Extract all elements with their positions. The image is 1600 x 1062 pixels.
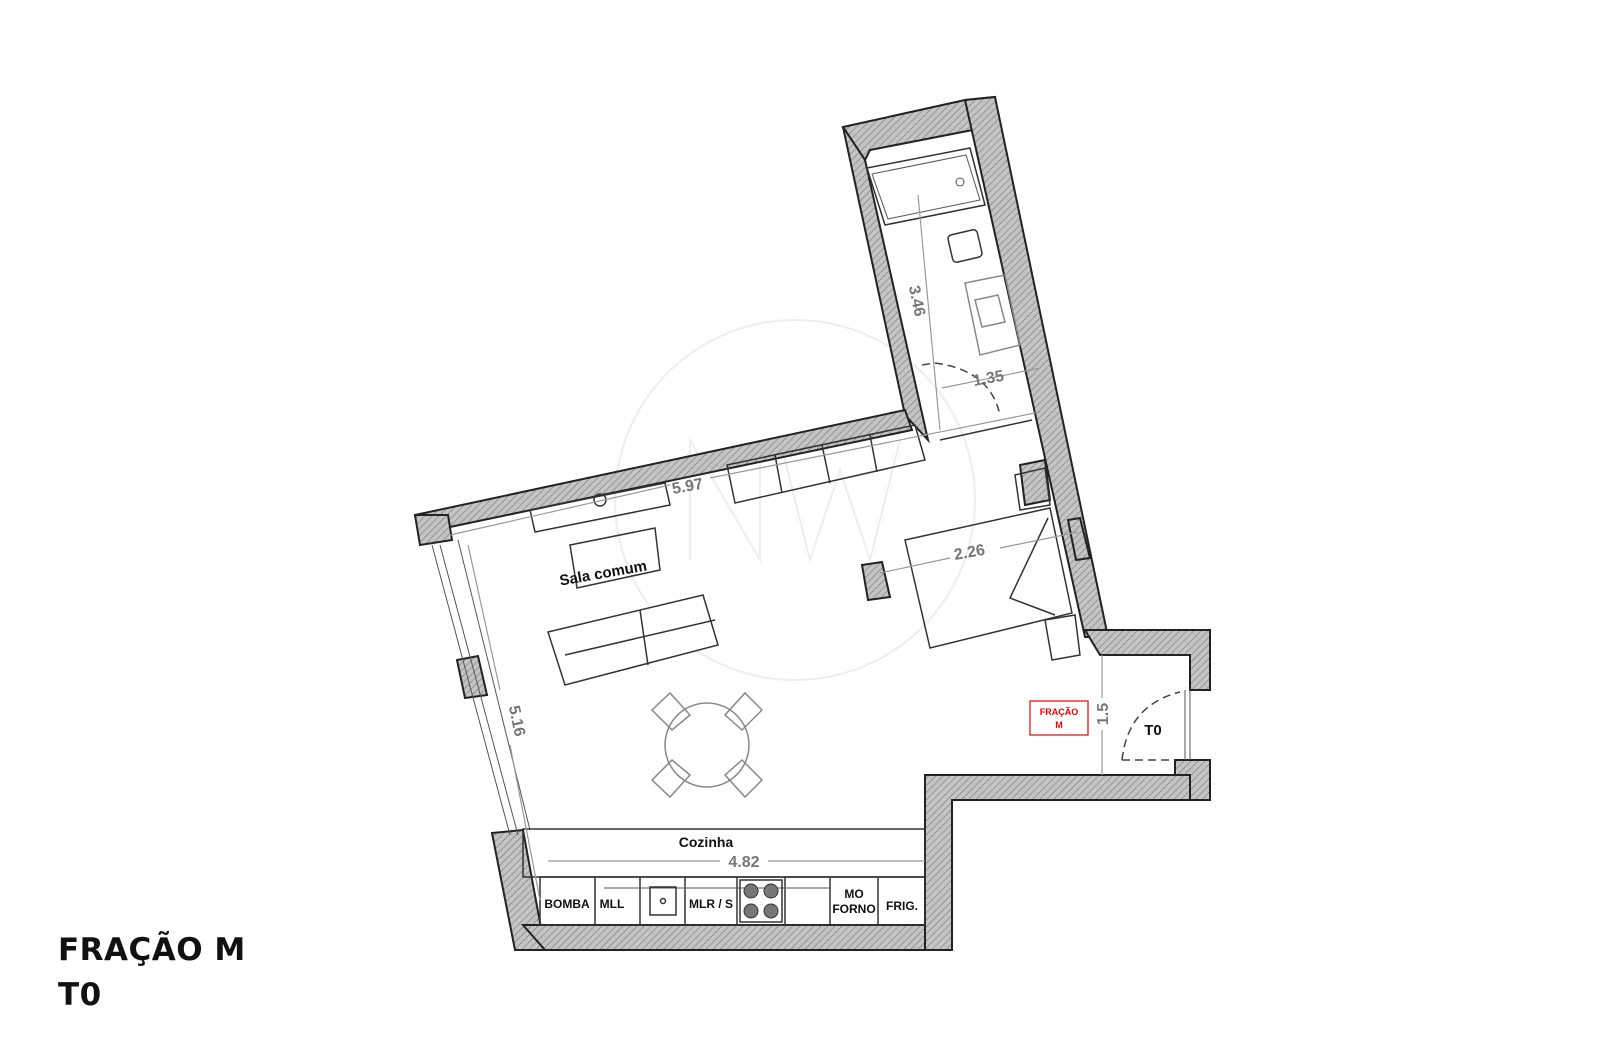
unit-tag-line1: FRAÇÃO — [1040, 707, 1079, 717]
unit-tag-box — [1029, 700, 1089, 736]
wardrobe — [726, 424, 926, 504]
kitchen-unit-frig: FRIG. — [886, 899, 918, 913]
cooktop-icon — [739, 879, 783, 923]
dim-living-length: 5.16 — [505, 704, 528, 738]
bed — [904, 507, 1073, 649]
room-label-living: Sala comum — [558, 558, 648, 590]
kitchen-unit-forno: FORNO — [832, 902, 875, 916]
dimension-lines — [449, 194, 1103, 901]
dim-bathroom-width: 1.35 — [972, 368, 1006, 390]
dim-bed-width: 2.26 — [953, 542, 987, 564]
labels: 3.46 1.35 5.97 2.26 5.16 4.82 1.5 Sala c… — [505, 284, 1162, 916]
chair-icon — [723, 758, 764, 799]
coffee-table — [569, 527, 661, 589]
walls — [413, 95, 1211, 951]
bathroom — [866, 147, 1033, 441]
nightstand — [1044, 614, 1081, 661]
tv-unit — [529, 482, 671, 533]
watermark-logo — [614, 319, 976, 681]
typology-label: T0 — [1144, 722, 1162, 739]
dim-kitchen-length: 4.82 — [728, 854, 759, 871]
toilet-icon — [947, 229, 983, 263]
kitchen-unit-bomba: BOMBA — [544, 897, 590, 911]
entrance — [1121, 690, 1191, 761]
dining-table — [664, 702, 750, 788]
nightstand — [1014, 467, 1051, 511]
kitchen-unit-mll: MLL — [600, 897, 625, 911]
sofa — [547, 594, 719, 686]
dim-living-width: 5.97 — [671, 476, 705, 498]
dim-bathroom-length: 3.46 — [905, 284, 928, 318]
kitchen — [522, 828, 926, 926]
chair-icon — [650, 758, 692, 799]
chair-icon — [723, 691, 764, 732]
room-label-kitchen: Cozinha — [679, 834, 734, 850]
chair-icon — [650, 691, 692, 732]
shower-drain-icon — [955, 177, 965, 187]
unit-tag-line2: M — [1055, 720, 1063, 730]
living-furniture — [431, 424, 1081, 836]
bathroom-door-swing — [921, 362, 1001, 416]
kitchen-unit-mlr: MLR / S — [689, 897, 733, 911]
dim-entrance-width: 1.5 — [1095, 703, 1112, 725]
unit-typology: T0 — [58, 977, 102, 1013]
unit-title: FRAÇÃO M — [58, 932, 246, 968]
kitchen-unit-mo: MO — [844, 887, 863, 901]
sink-icon — [974, 294, 1006, 328]
kitchen-sink-icon — [649, 886, 677, 916]
entrance-door-swing — [1121, 691, 1181, 761]
